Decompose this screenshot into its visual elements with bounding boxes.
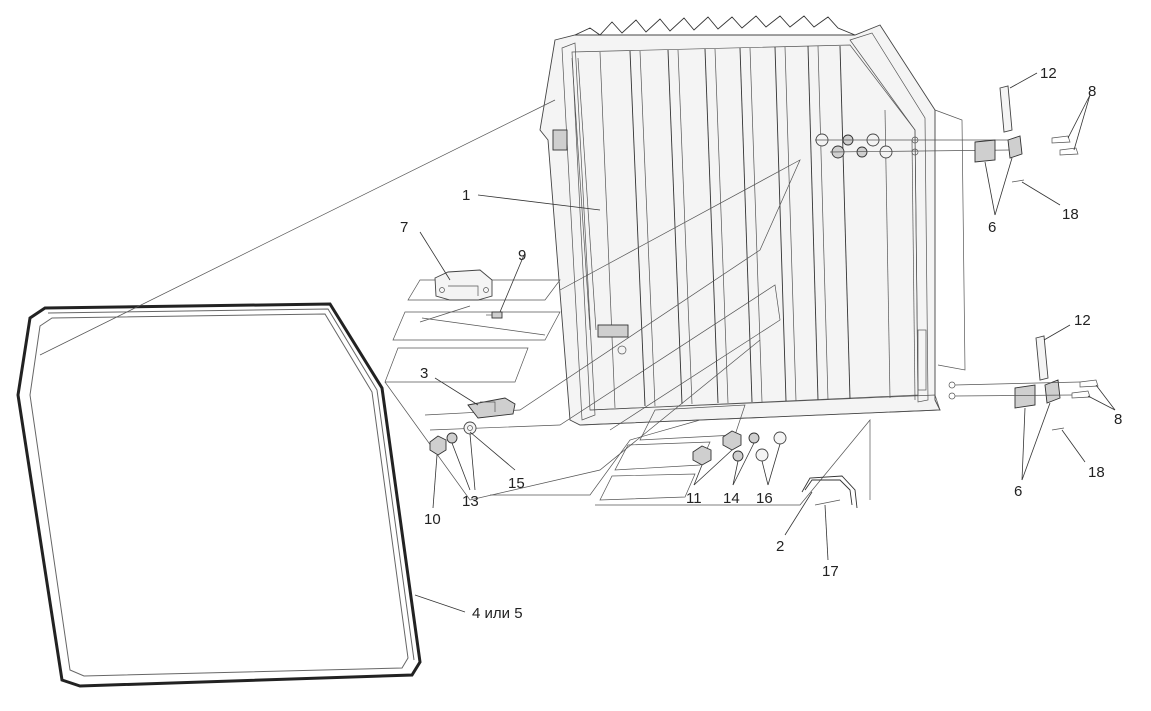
label-part-8-upper: 8 — [1088, 83, 1096, 100]
projection-guides — [384, 159, 871, 506]
label-part-12-lower: 12 — [1074, 312, 1091, 329]
nut-10 — [429, 435, 447, 456]
leader-lines — [414, 72, 1116, 613]
label-part-14: 14 — [723, 490, 740, 507]
label-part-9: 9 — [518, 247, 526, 264]
gasket-seal — [16, 302, 422, 688]
label-part-7: 7 — [400, 219, 408, 236]
label-part-17: 17 — [822, 563, 839, 580]
main-panel — [539, 15, 966, 426]
screw-9 — [486, 311, 503, 319]
label-part-16: 16 — [756, 490, 773, 507]
label-part-6-upper: 6 — [988, 219, 996, 236]
hinge-lower — [954, 335, 1099, 431]
projection-line-upper — [39, 99, 556, 356]
latch-3 — [467, 397, 516, 419]
handle-2 — [801, 475, 858, 509]
label-part-4-or-5: 4 или 5 — [472, 605, 523, 622]
label-part-12-upper: 12 — [1040, 65, 1057, 82]
label-part-3: 3 — [420, 365, 428, 382]
label-part-10: 10 — [424, 511, 441, 528]
handle-bracket — [434, 269, 493, 301]
label-part-15: 15 — [508, 475, 525, 492]
label-part-6-lower: 6 — [1014, 483, 1022, 500]
label-part-1: 1 — [462, 187, 470, 204]
washer-15 — [463, 421, 477, 435]
callout-labels: 1 7 9 3 15 13 10 11 14 16 2 17 4 или 5 1… — [400, 65, 1122, 622]
label-part-8-lower: 8 — [1114, 411, 1122, 428]
label-part-18-lower: 18 — [1088, 464, 1105, 481]
label-part-11: 11 — [686, 490, 702, 507]
pin-17 — [814, 499, 841, 506]
label-part-18-upper: 18 — [1062, 206, 1079, 223]
washer-13 — [446, 432, 458, 444]
label-part-13: 13 — [462, 493, 479, 510]
fastener-set-lower — [692, 430, 787, 466]
hinge-upper — [974, 85, 1079, 183]
label-part-2: 2 — [776, 538, 784, 555]
